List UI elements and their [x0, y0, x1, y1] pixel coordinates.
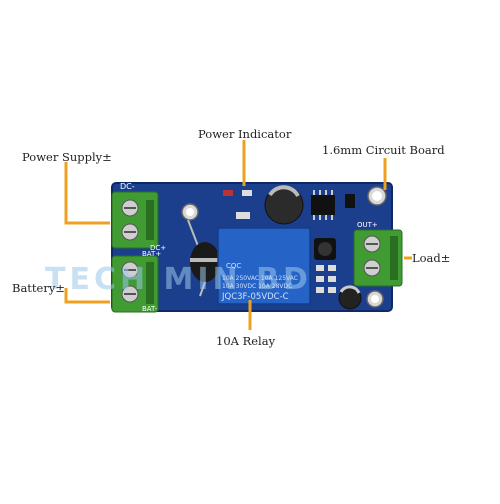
capacitor-bottom	[338, 285, 362, 310]
relay-rating-2: 10A 30VDC 10A 28VDC	[222, 283, 293, 290]
label-power-supply: Power Supply±	[22, 150, 112, 164]
silkscreen-bat-minus: BAT-	[142, 305, 158, 313]
inductor	[314, 238, 336, 260]
power-supply-terminal	[111, 191, 159, 249]
label-power-indicator: Power Indicator	[198, 127, 292, 141]
callout-leaders	[64, 140, 412, 330]
relay-brand: CQC	[226, 262, 242, 270]
relay-rating-1: 10A 250VAC 10A 125VAC	[222, 275, 298, 282]
silkscreen-dc-plus: DC+	[150, 244, 167, 252]
label-relay: 10A Relay	[216, 334, 276, 348]
label-load: Load±	[412, 251, 451, 265]
label-battery: Battery±	[12, 281, 65, 295]
load-terminal	[353, 229, 403, 287]
smd-components	[223, 190, 336, 293]
relay-model: JQC3F-05VDC-C	[222, 292, 289, 302]
label-circuit-board: 1.6mm Circuit Board	[322, 143, 445, 157]
watermark: TECH MIN BD	[45, 262, 312, 297]
silkscreen-bat-plus: BAT+	[142, 250, 162, 258]
battery-terminal	[111, 255, 159, 313]
silkscreen-dc-minus: DC-	[120, 182, 135, 191]
capacitor-top	[264, 185, 304, 225]
diode	[187, 219, 220, 297]
ic-chip	[311, 190, 355, 220]
silkscreen-out-plus: OUT+	[357, 221, 378, 229]
relay	[217, 227, 311, 305]
